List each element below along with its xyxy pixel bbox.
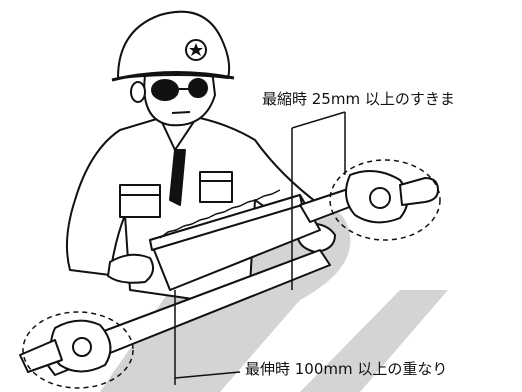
right-pocket: [199, 171, 233, 203]
min-clearance-label: 最縮時 25mm 以上のすきま: [262, 90, 455, 108]
worker-ear: [130, 81, 146, 103]
shadow-shape-right: [300, 290, 448, 392]
outer-shaft-tube: [39, 249, 331, 376]
overlap-dim-leader: [174, 371, 241, 379]
left-pocket: [119, 184, 161, 218]
right-joint-cross: [369, 187, 391, 209]
worker-face: [143, 69, 216, 127]
sunglasses-left: [151, 79, 179, 101]
left-joint-cross: [72, 337, 92, 357]
guard-serration: [159, 189, 281, 239]
right-yoke: [399, 177, 439, 206]
clearance-dim-bar: [291, 111, 346, 129]
dimension-lines: [174, 111, 346, 385]
worker-tie: [169, 149, 186, 206]
pto-shaft: [19, 170, 439, 376]
highlight-circles: [22, 159, 441, 389]
star-emblem-star: [189, 43, 203, 56]
sunglasses-right: [188, 78, 208, 98]
min-overlap-label: 最伸時 100mm 以上の重なり: [245, 360, 448, 378]
right-joint-highlight: [329, 159, 441, 241]
worker-mouth: [171, 111, 191, 114]
left-yoke: [19, 339, 63, 373]
left-joint-highlight: [22, 311, 134, 389]
worker: [66, 10, 336, 301]
safety-helmet: [117, 10, 231, 79]
helmet-brim: [111, 71, 235, 82]
left-hand: [107, 253, 155, 284]
